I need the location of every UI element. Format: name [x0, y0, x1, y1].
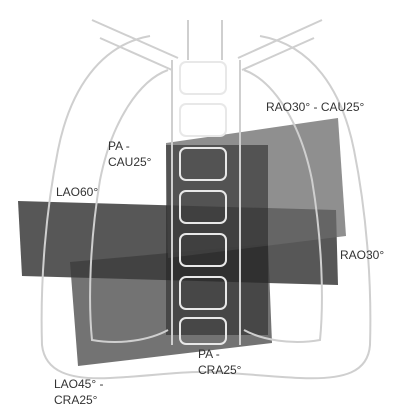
trachea-outline: [188, 20, 222, 60]
label-rao30: RAO30°: [340, 248, 384, 262]
left-clavicle: [92, 20, 178, 58]
projection-fields: [18, 118, 346, 366]
label-pa-cra25-line1: PA -: [198, 347, 220, 361]
label-lao60: LAO60°: [56, 185, 98, 199]
vertebra: [180, 62, 226, 94]
label-pa-cra25-line2: CRA25°: [198, 363, 242, 377]
label-lao45-cra25-line1: LAO45° -: [54, 377, 104, 391]
label-lao45-cra25-line2: CRA25°: [54, 393, 98, 407]
label-rao30-cau25: RAO30° - CAU25°: [266, 100, 364, 114]
label-pa-cau25-line2: CAU25°: [108, 155, 152, 169]
vertebra: [180, 104, 226, 136]
label-pa-cau25-line1: PA -: [108, 139, 130, 153]
